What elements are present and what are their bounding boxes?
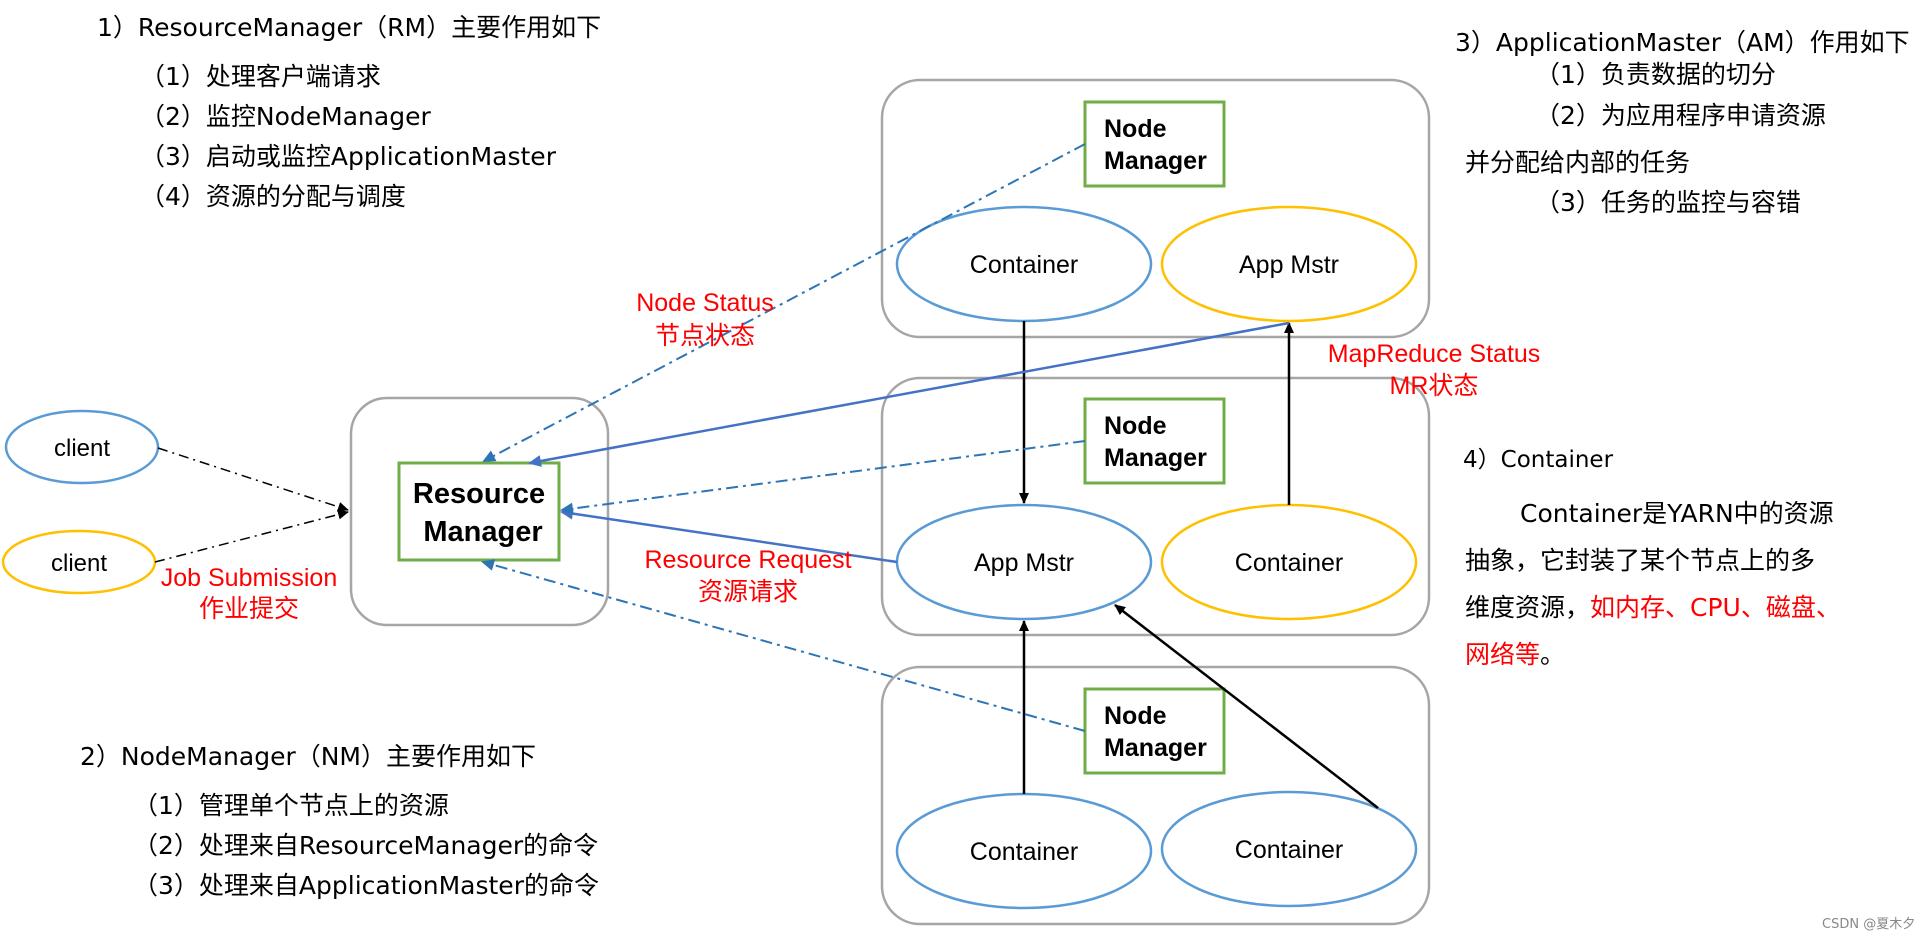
resource-manager-label-line2: Manager: [423, 516, 542, 548]
node-manager-middle-line1: Node: [1104, 412, 1167, 440]
resource-manager-box: [397, 461, 561, 562]
label-mapreduce-status-zh: MR状态: [1390, 372, 1479, 400]
arrow-node-status-middle: [560, 440, 1086, 515]
label-node-status-zh: 节点状态: [655, 322, 755, 350]
node-manager-bottom-line1: Node: [1104, 702, 1167, 730]
am-item-1: （1）负责数据的切分: [1535, 60, 1776, 89]
rm-item-4: （4）资源的分配与调度: [140, 182, 406, 211]
container-bottom-right: [1160, 790, 1418, 908]
container-desc-line4-red: 网络等: [1465, 640, 1541, 669]
node-manager-middle-line2: Manager: [1104, 444, 1207, 472]
rm-item-2: （2）监控NodeManager: [140, 102, 431, 131]
container-bottom-left-label: Container: [970, 838, 1078, 866]
app-mstr-middle-left-label: App Mstr: [974, 549, 1074, 577]
client2-to-rm-arrow: [154, 509, 349, 563]
node-manager-top-line2: Manager: [1104, 147, 1207, 175]
node-manager-bottom-line2: Manager: [1104, 734, 1207, 762]
container-section-title: 4）Container: [1463, 447, 1614, 473]
am-item-2-cont: 并分配给内部的任务: [1465, 148, 1691, 177]
label-resource-request-en: Resource Request: [644, 546, 851, 574]
label-job-submission-en: Job Submission: [161, 564, 337, 592]
container-bottom-right-label: Container: [1235, 836, 1343, 864]
node-group-top: [880, 78, 1431, 339]
client-label-1: client: [54, 435, 110, 462]
arrow-container-bottom-right-to-appmstr: [1114, 604, 1379, 809]
arrow-node-status-bottom: [481, 559, 1086, 732]
node-manager-box-bottom: [1083, 687, 1226, 775]
node-manager-top-line1: Node: [1104, 115, 1167, 143]
am-item-3: （3）任务的监控与容错: [1535, 188, 1801, 217]
label-resource-request-zh: 资源请求: [698, 578, 798, 606]
rm-section-title: 1）ResourceManager（RM）主要作用如下: [97, 13, 602, 42]
am-item-2: （2）为应用程序申请资源: [1535, 101, 1826, 130]
nm-item-2: （2）处理来自ResourceManager的命令: [133, 831, 599, 860]
node-group-bottom: [880, 665, 1431, 926]
arrow-resource-request: [560, 507, 898, 564]
label-job-submission-zh: 作业提交: [199, 595, 299, 623]
label-node-status-en: Node Status: [636, 289, 774, 317]
resource-manager-label-line1: Resource: [413, 478, 545, 510]
container-desc-line3-black: 维度资源，: [1465, 593, 1591, 622]
container-desc-line3: 维度资源，如内存、CPU、磁盘、: [1465, 593, 1841, 623]
resource-manager-group: [349, 396, 610, 627]
container-desc-line3-red: 如内存、CPU、磁盘、: [1590, 593, 1841, 622]
label-mapreduce-status-en: MapReduce Status: [1328, 340, 1541, 368]
watermark: CSDN @夏木夕: [1822, 917, 1916, 932]
rm-item-3: （3）启动或监控ApplicationMaster: [140, 142, 556, 171]
node-manager-box-top: [1083, 100, 1226, 188]
arrow-mapreduce-status: [528, 321, 1290, 467]
client-node-blue: [4, 409, 160, 485]
container-desc-line2: 抽象，它封装了某个节点上的多: [1465, 546, 1816, 575]
container-middle-right-label: Container: [1235, 549, 1343, 577]
nm-item-3: （3）处理来自ApplicationMaster的命令: [133, 871, 599, 900]
container-desc-line1: Container是YARN中的资源: [1520, 499, 1834, 528]
rm-item-1: （1）处理客户端请求: [140, 62, 381, 91]
am-section-title: 3）ApplicationMaster（AM）作用如下: [1455, 28, 1910, 57]
container-desc-line4-end: 。: [1540, 640, 1566, 669]
client-label-2: client: [51, 550, 107, 577]
container-desc-line4: 网络等。: [1465, 640, 1565, 670]
nm-section-title: 2）NodeManager（NM）主要作用如下: [80, 742, 537, 771]
app-mstr-top-right: [1160, 205, 1418, 323]
container-top-left-label: Container: [970, 251, 1078, 279]
client1-to-rm-arrow: [157, 447, 349, 512]
nm-item-1: （1）管理单个节点上的资源: [133, 791, 449, 820]
app-mstr-top-right-label: App Mstr: [1239, 251, 1339, 279]
